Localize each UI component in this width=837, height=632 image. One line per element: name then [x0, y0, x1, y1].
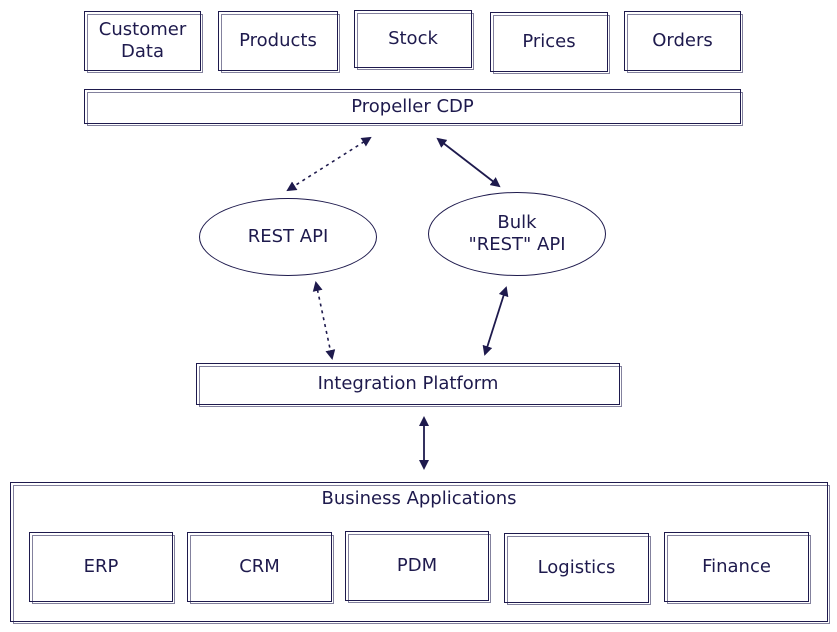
arrow-rest-api-integration	[312, 281, 336, 360]
data-source-products: Products	[218, 11, 340, 73]
business-applications-title: Business Applications	[321, 488, 517, 509]
arrow-cdp-rest-api	[286, 136, 372, 192]
bulk-rest-api-node: Bulk "REST" API	[428, 192, 606, 276]
rest-api-node: REST API	[199, 198, 377, 276]
arrow-bulk-api-integration	[482, 286, 509, 356]
arrow-cdp-bulk-api	[436, 137, 501, 188]
integration-platform-box: Integration Platform	[196, 363, 622, 407]
app-logistics: Logistics	[504, 533, 651, 605]
